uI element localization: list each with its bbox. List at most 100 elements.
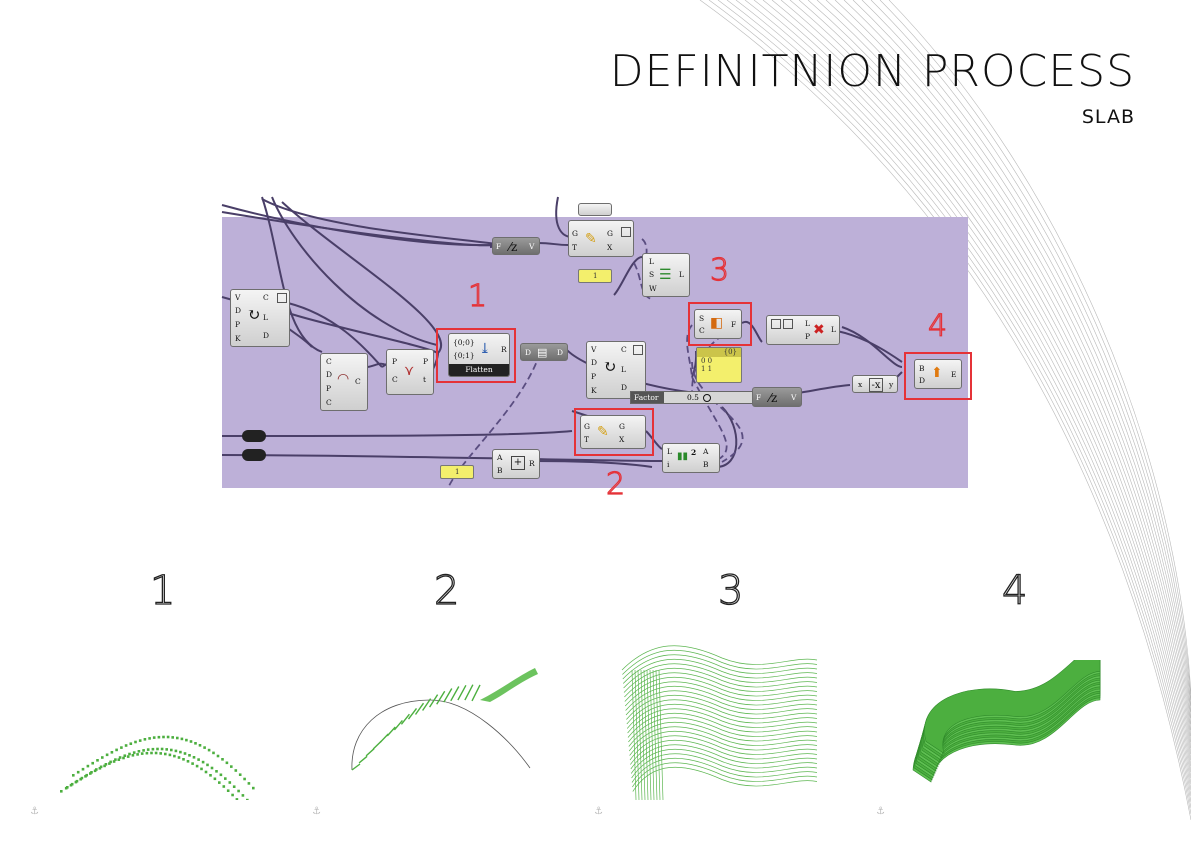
menu-icon[interactable] <box>633 345 643 355</box>
flatten-node[interactable]: {0;0} {0;1} ⤓ R Flatten <box>448 333 510 377</box>
output-c[interactable]: C <box>263 293 269 302</box>
output-g[interactable]: G <box>607 229 613 238</box>
input-v[interactable]: V <box>591 345 597 354</box>
split-surface-node[interactable]: S C ◧ F <box>694 309 742 339</box>
highlight-label-2: 2 <box>605 466 626 502</box>
preview-tab[interactable] <box>578 203 612 216</box>
input-f[interactable]: F <box>756 393 762 402</box>
graft-tree-node-top[interactable]: G T ✎ G X <box>568 220 634 257</box>
addition-node[interactable]: A B + R <box>492 449 540 479</box>
input-p[interactable]: P <box>235 320 241 329</box>
output-c[interactable]: C <box>355 377 361 386</box>
input-t[interactable]: T <box>572 243 578 252</box>
output-y[interactable]: y <box>889 380 894 389</box>
anchor-icon: ⚓ <box>312 806 321 817</box>
input-d[interactable]: D <box>919 376 926 385</box>
cull-pattern-node[interactable]: L P ✖ L <box>766 315 840 345</box>
input-c[interactable]: C <box>392 375 398 384</box>
output-p[interactable]: P <box>423 357 429 366</box>
input-b[interactable]: B <box>497 466 503 475</box>
input-i[interactable]: i <box>667 460 670 469</box>
output-v[interactable]: V <box>791 393 797 402</box>
output-t[interactable]: t <box>423 375 427 384</box>
output-l[interactable]: L <box>621 365 626 374</box>
graft-tree-node-mid[interactable]: G T ✎ G X <box>580 415 646 449</box>
data-node-top[interactable]: F ⁄z V <box>492 237 540 255</box>
output-v[interactable]: V <box>529 242 535 251</box>
menu-icon[interactable] <box>771 319 781 329</box>
input-l[interactable]: L <box>805 319 810 328</box>
rotate-plane-node-2[interactable]: V D P K ↻ C L D <box>586 341 646 399</box>
menu-icon[interactable] <box>277 293 287 303</box>
input-path-0[interactable]: {0;0} <box>453 338 475 347</box>
input-t[interactable]: T <box>584 435 590 444</box>
input-f[interactable]: F <box>496 242 502 251</box>
panel-row-0: 0 0 <box>701 357 713 365</box>
output-f[interactable]: F <box>731 320 737 329</box>
input-k[interactable]: K <box>591 386 597 395</box>
extrude-node[interactable]: B D ⬆ E <box>914 359 962 389</box>
output-l[interactable]: L <box>263 313 268 322</box>
input-s[interactable]: S <box>649 270 655 279</box>
tree-panel[interactable]: {0} 0 0 1 1 <box>696 347 742 383</box>
cull-icon: ✖ <box>813 322 825 338</box>
output-x[interactable]: X <box>607 243 613 252</box>
output-e[interactable]: E <box>951 370 957 379</box>
input-s[interactable]: S <box>699 314 705 323</box>
evaluate-curve-node[interactable]: P C ⋎ P t <box>386 349 434 395</box>
input-c2[interactable]: C <box>326 398 332 407</box>
input-g[interactable]: G <box>572 229 578 238</box>
output-d[interactable]: D <box>263 331 270 340</box>
output-c[interactable]: C <box>621 345 627 354</box>
input-l[interactable]: L <box>667 447 672 456</box>
slider-handle[interactable] <box>703 394 711 402</box>
input-p[interactable]: P <box>805 332 811 341</box>
input-b[interactable]: B <box>919 364 925 373</box>
output-x[interactable]: X <box>619 435 625 444</box>
grasshopper-canvas[interactable]: G T ✎ G X F ⁄z V L S W ☰ L 1 V D P K ↻ C… <box>221 196 972 503</box>
input-x[interactable]: x <box>858 380 863 389</box>
list-item-node[interactable]: L i ▮▮ 2 A B <box>662 443 720 473</box>
data-node-mid[interactable]: F ⁄z V <box>752 387 802 407</box>
input-d[interactable]: D <box>591 358 598 367</box>
output-b[interactable]: B <box>703 460 709 469</box>
input-w[interactable]: W <box>649 284 657 293</box>
input-d[interactable]: D <box>525 348 532 357</box>
input-d[interactable]: D <box>235 306 242 315</box>
negative-node[interactable]: x -x y <box>852 375 898 393</box>
factor-slider[interactable]: Factor 0.5 <box>630 391 754 404</box>
highlight-box-4 <box>904 352 972 400</box>
output-g[interactable]: G <box>619 422 625 431</box>
highlight-label-1: 1 <box>467 278 488 314</box>
output-d[interactable]: D <box>621 383 628 392</box>
step-1-points-preview <box>60 735 255 800</box>
step-2-curve-preview <box>351 668 538 771</box>
input-l[interactable]: L <box>649 257 654 266</box>
input-p[interactable]: P <box>591 372 597 381</box>
input-c[interactable]: C <box>326 357 332 366</box>
input-g[interactable]: G <box>584 422 590 431</box>
panel-value-1a[interactable]: 1 <box>578 269 612 283</box>
input-d[interactable]: D <box>326 370 333 379</box>
output-r[interactable]: R <box>529 459 535 468</box>
step-label-2: 2 <box>433 567 460 614</box>
input-p[interactable]: P <box>326 384 332 393</box>
input-v[interactable]: V <box>235 293 241 302</box>
input-a[interactable]: A <box>497 453 503 462</box>
output-l[interactable]: L <box>831 325 836 334</box>
output-l[interactable]: L <box>679 270 684 279</box>
input-p[interactable]: P <box>392 357 398 366</box>
input-path-1[interactable]: {0;1} <box>453 351 475 360</box>
reset-icon[interactable] <box>783 319 793 329</box>
output-a[interactable]: A <box>703 447 709 456</box>
sort-list-node[interactable]: L S W ☰ L <box>642 253 690 297</box>
output-d[interactable]: D <box>557 348 564 357</box>
rotate-plane-node[interactable]: V D P K ↻ C L D <box>230 289 290 347</box>
menu-icon[interactable] <box>621 227 631 237</box>
input-c[interactable]: C <box>699 326 705 335</box>
output-r[interactable]: R <box>501 345 507 354</box>
data-relay-node[interactable]: D ▤ D <box>520 343 568 361</box>
panel-value-1b[interactable]: 1 <box>440 465 474 479</box>
input-k[interactable]: K <box>235 334 241 343</box>
arc-node[interactable]: C D P C ◠ C <box>320 353 368 411</box>
